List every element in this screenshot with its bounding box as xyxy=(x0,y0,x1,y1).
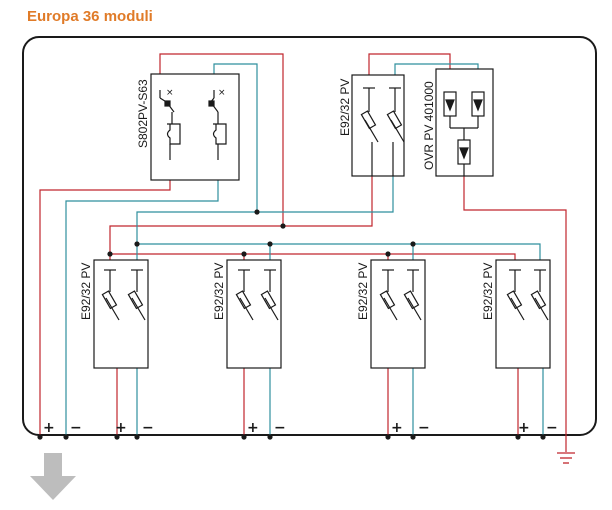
terminal-plus-main: + xyxy=(43,420,55,436)
terminal-minus-string-4: − xyxy=(546,420,558,436)
ground-icon xyxy=(557,452,575,464)
switch-icon: × xyxy=(159,88,181,160)
top-disc-positive-wire xyxy=(283,176,373,227)
surge-protector-label: OVR PV 401000 xyxy=(422,81,436,170)
fuse-icon xyxy=(506,290,523,310)
negative-string-bus xyxy=(137,243,541,270)
main-switch-label: S802PV-S63 xyxy=(136,79,150,148)
string-3-label: E92/32 PV xyxy=(356,263,370,320)
junction-positive-wire xyxy=(109,225,283,254)
string-disconnector-1: E92/32 PV xyxy=(79,259,149,369)
string-disconnector-4: E92/32 PV xyxy=(481,259,551,369)
surge-protector-module: OVR PV 401000 xyxy=(422,68,494,177)
svg-text:×: × xyxy=(218,88,226,98)
fuse-icon xyxy=(379,290,396,310)
terminal-minus-string-2: − xyxy=(274,420,286,436)
output-arrow-icon xyxy=(30,453,76,500)
diagram-title: Europa 36 moduli xyxy=(27,8,153,25)
fuse-icon xyxy=(260,290,277,310)
junction-negative-wire xyxy=(136,211,257,244)
fuse-icon xyxy=(403,290,420,310)
terminal-minus-main: − xyxy=(70,420,82,436)
top-disconnector-module: E92/32 PV xyxy=(338,74,405,177)
main-switch-module: S802PV-S63 × × xyxy=(136,73,240,181)
top-disconnector-label: E92/32 PV xyxy=(338,79,352,136)
string-1-label: E92/32 PV xyxy=(79,263,93,320)
top-disc-negative-wire xyxy=(257,176,394,213)
spd-ground-wire xyxy=(463,172,567,452)
terminal-plus-string-2: + xyxy=(247,420,259,436)
fuse-icon xyxy=(101,290,118,310)
string-2-label: E92/32 PV xyxy=(212,263,226,320)
positive-string-bus xyxy=(110,253,516,270)
main-positive-input-wire xyxy=(159,53,284,226)
terminal-plus-string-1: + xyxy=(115,420,127,436)
fuse-icon xyxy=(235,290,252,310)
terminal-minus-string-3: − xyxy=(418,420,430,436)
string-disconnector-2: E92/32 PV xyxy=(212,259,282,369)
terminal-plus-string-4: + xyxy=(518,420,530,436)
fuse-icon xyxy=(127,290,144,310)
svg-text:×: × xyxy=(166,88,174,98)
string-4-label: E92/32 PV xyxy=(481,263,495,320)
terminal-minus-string-1: − xyxy=(142,420,154,436)
string-disconnector-3: E92/32 PV xyxy=(356,259,426,369)
terminal-plus-string-3: + xyxy=(391,420,403,436)
switch-icon: × xyxy=(208,88,227,160)
enclosure-frame xyxy=(22,36,597,436)
fuse-icon xyxy=(530,290,547,310)
